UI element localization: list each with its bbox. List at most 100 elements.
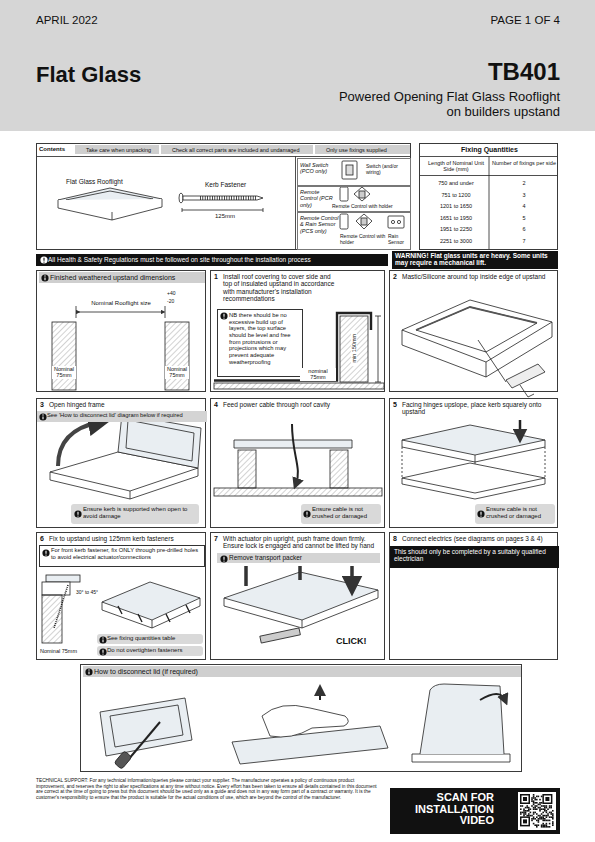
step-number: 3: [40, 401, 48, 409]
note-band: Remove transport packer: [217, 553, 380, 563]
qr-code: [518, 792, 556, 830]
node-text: For front kerb fastener, fix ONLY throug…: [51, 547, 204, 560]
note-box: NB there should be no excessive build up…: [217, 309, 303, 377]
callout-label: Nominal 75mm: [165, 366, 189, 379]
callout-label: Kerb Fastener: [205, 181, 265, 188]
step-number: 5: [393, 401, 401, 409]
qr-box: SCAN FOR INSTALLATION VIDEO: [390, 788, 560, 834]
item-box: Remote Control & Rain Sensor (PCS only)R…: [297, 212, 411, 250]
node-text: Take care when unpacking: [75, 145, 159, 154]
warning-box: WARNING! Flat glass units are heavy. Som…: [392, 251, 558, 269]
info-icon: [85, 668, 93, 676]
node-text: Flat Glass: [36, 62, 196, 87]
node-text: WARNING! Flat glass units are heavy. Som…: [395, 252, 555, 267]
node-text: Only use fixings supplied: [315, 145, 410, 154]
node-text: 751 to 1200: [423, 192, 489, 198]
node-text: Switch (and/or wiring): [366, 164, 410, 176]
node-text: NB there should be no excessive build up…: [229, 312, 301, 365]
node-text: All Health & Safety Regulations must be …: [48, 256, 384, 263]
warning-icon: [40, 256, 48, 264]
warning-icon: [42, 549, 50, 557]
callout-label: Nominal Rooflight size: [80, 300, 162, 307]
node-text: 3: [491, 192, 557, 198]
node-text: Finished weathered upstand dimensions: [39, 272, 205, 283]
step-panel: 2Mastic/Silicone around top inside edge …: [389, 270, 558, 392]
node-text: Remote Control with holder: [332, 204, 410, 210]
note-box: Ensure cable is not crushed or damaged: [301, 504, 381, 524]
note-band: See 'How to disconnect lid' diagram belo…: [37, 411, 207, 422]
step-number: 4: [214, 401, 222, 409]
node-text: Number of fixings per side: [491, 160, 557, 166]
callout-label: 30° to 45°: [74, 590, 100, 596]
warning-icon: [303, 510, 311, 518]
node-text: 2251 to 3000: [423, 238, 489, 244]
step-panel: How to disconnect lid (if required): [80, 664, 522, 772]
callout-label: CLICK!: [336, 636, 376, 646]
step-panel: 8Connect electrics (see diagrams on page…: [389, 532, 558, 660]
step-panel: 3Open hinged frameSee 'How to disconnect…: [36, 398, 206, 528]
callout-label: Nominal 75mm: [40, 648, 92, 654]
node-text: 5: [491, 215, 557, 221]
node-text: How to disconnect lid (if required): [83, 666, 521, 677]
node-text: Ensure cable is not crushed or damaged: [312, 506, 379, 520]
item-box: Wall Switch (PCO only) Switch (and/or wir…: [297, 158, 411, 186]
callout-label: -20: [167, 299, 183, 305]
step-number: 2: [393, 273, 401, 281]
note-box: Ensure kerb is supported when open to av…: [71, 504, 199, 524]
document-title: TB401: [440, 58, 560, 86]
node-text: Check all correct parts are included and…: [161, 145, 313, 154]
step-panel: 6Fix to upstand using 125mm kerb fastene…: [36, 532, 206, 660]
node-text: Fix to upstand using 125mm kerb fastener…: [49, 535, 204, 542]
node-text: Mastic/Silicone around top inside edge o…: [402, 273, 552, 280]
node-text: Rain Sensor: [388, 234, 412, 246]
step-panel: 4Feed power cable through roof cavityEns…: [210, 398, 385, 528]
node-text: 6: [491, 226, 557, 232]
node-text: This should only be completed by a suita…: [394, 548, 554, 563]
node-text: Connect electrics (see diagrams on pages…: [402, 535, 552, 542]
node-text: 4: [491, 203, 557, 209]
node-text: Do not overtighten fasteners: [107, 647, 201, 654]
callout-label: Nominal 75mm: [52, 366, 76, 379]
node-text: See 'How to disconnect lid' diagram belo…: [47, 412, 205, 419]
node-text: 1951 to 2250: [423, 226, 489, 232]
node-text: 7: [491, 238, 557, 244]
step-panel: 1Install roof covering to cover side and…: [210, 270, 385, 392]
callout-label: +40: [167, 291, 183, 297]
info-icon: [99, 636, 107, 644]
node-text: Contents: [39, 146, 73, 153]
node-text: Open hinged frame: [49, 401, 199, 408]
node-text: Remove transport packer: [229, 554, 377, 561]
footer-note: TECHNICAL SUPPORT: For any technical inf…: [36, 778, 381, 800]
node-text: Remote Control & Rain Sensor (PCS only): [300, 215, 340, 234]
info-icon: [41, 274, 49, 282]
warning-icon: [220, 312, 228, 320]
node-text: 750 and under: [423, 180, 489, 186]
node-text: Feed power cable through roof cavity: [223, 401, 383, 408]
note-box: For front kerb fastener, fix ONLY throug…: [39, 545, 205, 567]
warning-icon: [99, 648, 107, 656]
fixing-table: Fixing QuantitiesLength of Nominal Unit …: [419, 143, 558, 250]
safety-bar: All Health & Safety Regulations must be …: [36, 254, 388, 266]
note-box: See fixing quantities table: [97, 634, 203, 644]
node-text: Ensure kerb is supported when open to av…: [83, 506, 197, 520]
node-text: PAGE 1 OF 4: [440, 14, 560, 27]
node-text: Fixing Quantities: [422, 146, 557, 154]
node-text: Powered Opening Flat Glass Rooflight on …: [330, 90, 560, 120]
callout-label: min 150mm: [351, 330, 357, 366]
node-text: See fixing quantities table: [107, 635, 201, 642]
step-number: 6: [40, 535, 48, 543]
node-text: Length of Nominal Unit Side (mm): [423, 160, 489, 173]
warning-icon: [220, 555, 228, 563]
callout-label: 125mm: [205, 213, 245, 220]
step-number: 7: [214, 535, 222, 543]
note-box: Do not overtighten fasteners: [97, 646, 203, 656]
note-box: Ensure cable is not crushed or damaged: [475, 504, 555, 524]
step-panel: 5Facing hinges upslope, place kerb squar…: [389, 398, 558, 528]
node-text: Remote Control with holder: [340, 234, 386, 246]
info-icon: [39, 413, 47, 421]
node-text: 1651 to 1950: [423, 215, 489, 221]
item-box: Remote Control (PCR only)Remote Control …: [297, 186, 411, 212]
node-text: Wall Switch (PCO only): [300, 162, 338, 175]
note-band: This should only be completed by a suita…: [390, 546, 559, 568]
callout-label: Flat Glass Rooflight: [66, 178, 156, 185]
